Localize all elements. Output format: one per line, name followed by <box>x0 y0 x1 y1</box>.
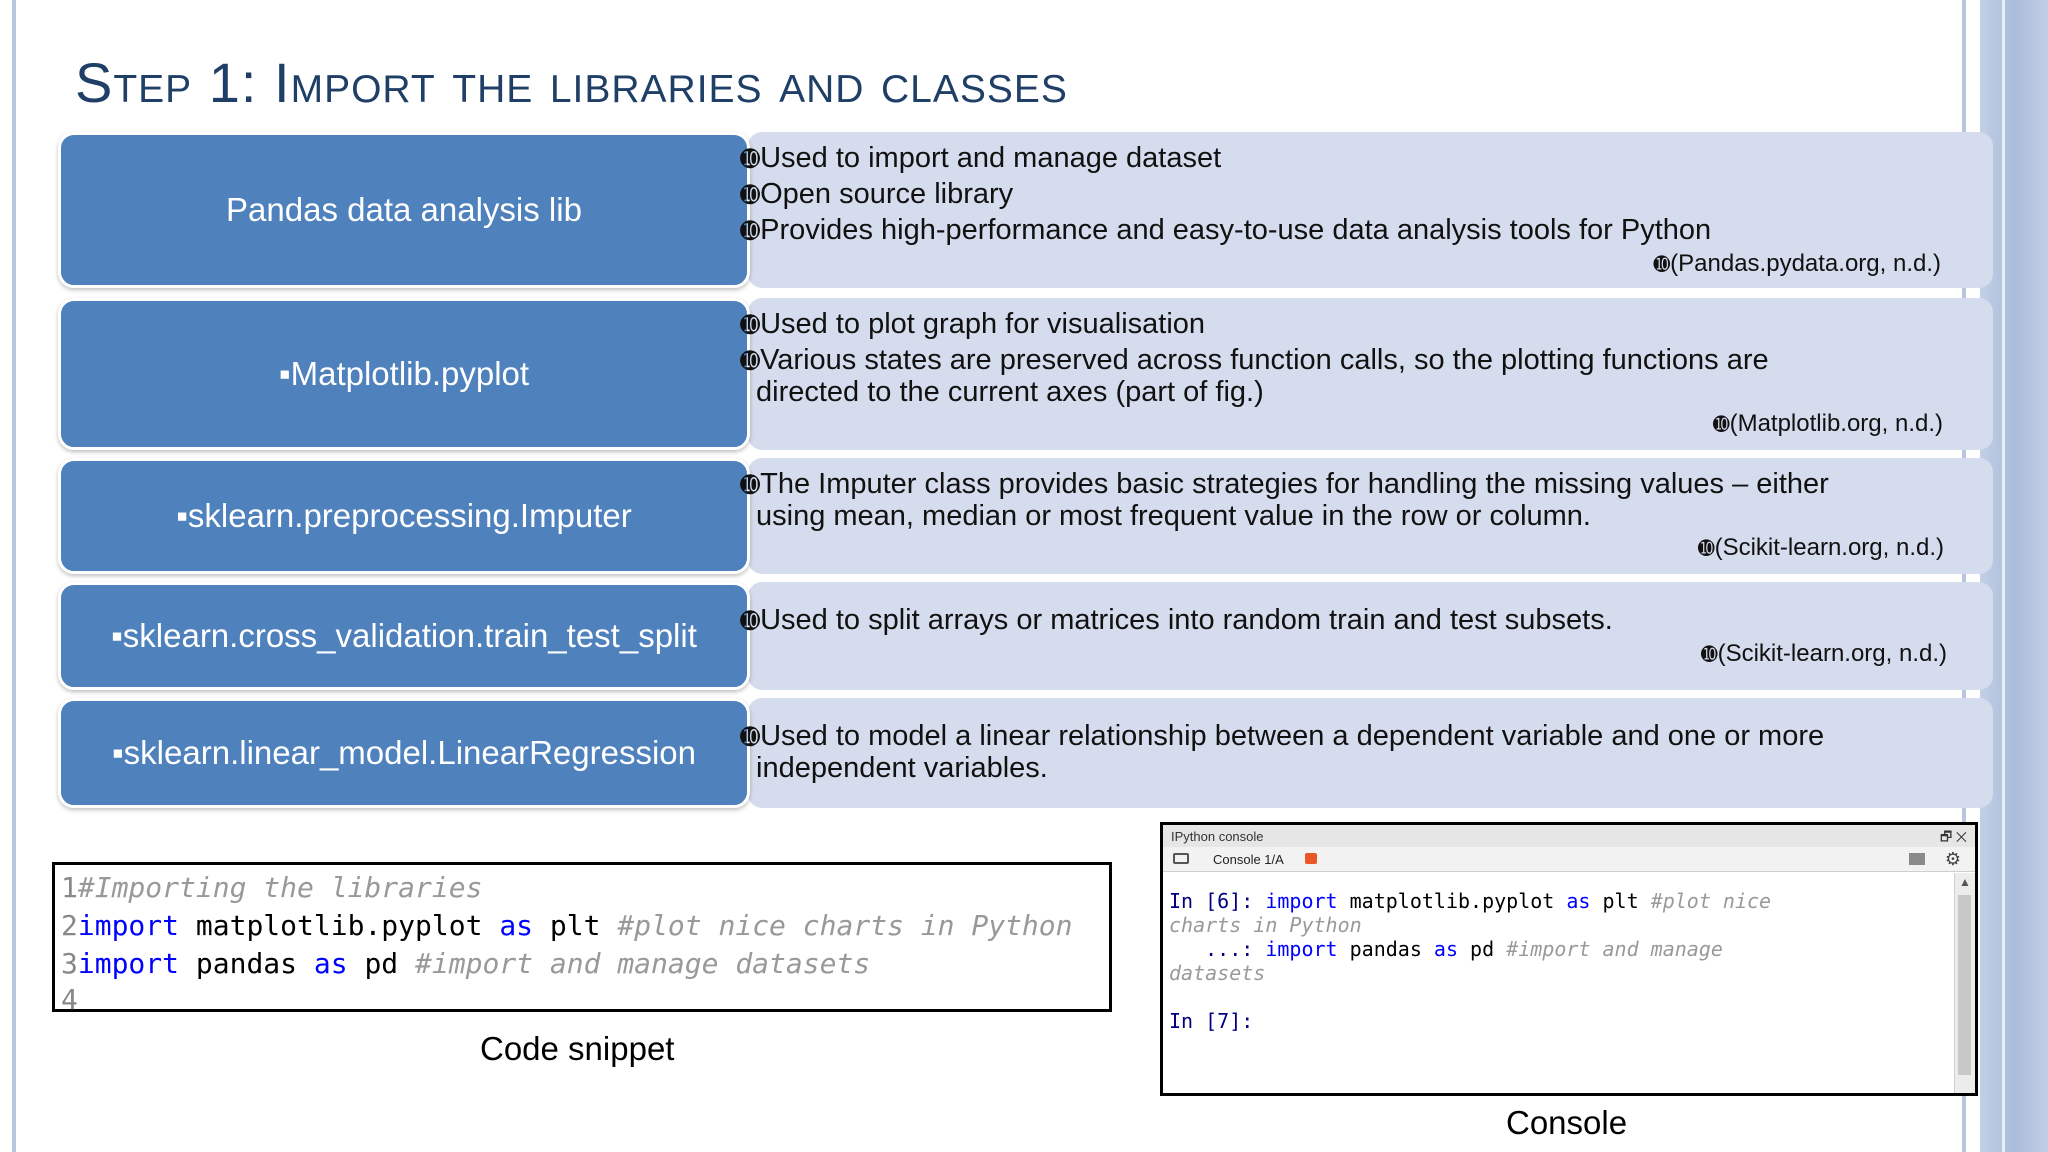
description-box <box>748 132 1993 288</box>
slide-frame-right-line <box>1962 0 1966 1152</box>
citation: ➓(Pandas.pydata.org, n.d.) <box>1653 250 1941 277</box>
console-title-bar: IPython console 🗗 ✕ <box>1163 825 1975 847</box>
description-continuation: independent variables. <box>756 752 1048 784</box>
description-box <box>748 698 1993 808</box>
description-box <box>748 582 1993 690</box>
code-line: 4 <box>61 983 78 1016</box>
window-controls-icon[interactable]: 🗗 ✕ <box>1939 829 1967 844</box>
stop-icon[interactable] <box>1909 853 1925 865</box>
description-bullet: ➓Used to model a linear relationship bet… <box>740 720 1825 752</box>
code-snippet: 1#Importing the libraries 2import matplo… <box>52 862 1112 1016</box>
description-bullet: ➓The Imputer class provides basic strate… <box>740 468 1829 500</box>
library-name-box: Pandas data analysis lib <box>58 132 750 288</box>
console-caption: Console <box>1506 1104 1628 1141</box>
code-line: 3import pandas as pd #import and manage … <box>61 947 871 980</box>
bullet-marker-icon: ➓ <box>740 218 761 245</box>
bullet-marker-icon: ➓ <box>740 608 761 635</box>
description-bullet: ➓Used to plot graph for visualisation <box>740 308 1206 340</box>
scroll-thumb[interactable] <box>1958 895 1971 1075</box>
code-line: 2import matplotlib.pyplot as plt #plot n… <box>61 909 1073 942</box>
ipython-console: IPython console 🗗 ✕ Console 1/A ⚙ In [6]… <box>1160 822 1978 1096</box>
bullet-marker-icon: ➓ <box>1700 644 1718 666</box>
console-scrollbar[interactable]: ▲ <box>1954 873 1975 1093</box>
bullet-marker-icon: ➓ <box>740 182 761 209</box>
tab-close-icon[interactable] <box>1305 853 1317 864</box>
code-snippet-caption: Code snippet <box>480 1030 675 1067</box>
folder-icon[interactable] <box>1173 853 1189 864</box>
description-box <box>748 458 1993 574</box>
library-row-matplotlib: ▪Matplotlib.pyplot <box>58 298 1993 450</box>
console-line: charts in Python <box>1169 913 1362 937</box>
code-line: 1#Importing the libraries <box>61 871 483 904</box>
console-line: In [6]: import matplotlib.pyplot as plt … <box>1169 889 1772 913</box>
description-continuation: directed to the current axes (part of fi… <box>756 376 1264 408</box>
library-row-linear-regression: ▪sklearn.linear_model.LinearRegression <box>58 698 1993 808</box>
library-name-box: ▪sklearn.linear_model.LinearRegression <box>58 698 750 808</box>
console-line: datasets <box>1169 961 1266 985</box>
console-tab[interactable]: Console 1/A <box>1213 852 1284 867</box>
citation: ➓(Scikit-learn.org, n.d.) <box>1697 534 1944 561</box>
library-row-pandas: Pandas data analysis lib <box>58 132 1993 288</box>
bullet-marker-icon: ➓ <box>740 348 761 375</box>
console-window-title: IPython console <box>1171 829 1264 844</box>
console-output[interactable]: In [6]: import matplotlib.pyplot as plt … <box>1169 889 1771 1033</box>
library-name-box: ▪sklearn.cross_validation.train_test_spl… <box>58 582 750 690</box>
description-bullet: ➓Various states are preserved across fun… <box>740 344 1769 376</box>
bullet-marker-icon: ➓ <box>1653 254 1671 276</box>
bullet-marker-icon: ➓ <box>740 312 761 339</box>
citation: ➓(Matplotlib.org, n.d.) <box>1712 410 1943 437</box>
bullet-marker-icon: ➓ <box>1712 414 1730 436</box>
console-line: ...: import pandas as pd #import and man… <box>1169 937 1723 961</box>
description-box <box>748 298 1993 450</box>
library-name-box: ▪sklearn.preprocessing.Imputer <box>58 458 750 574</box>
library-name-box: ▪Matplotlib.pyplot <box>58 298 750 450</box>
console-line <box>1169 985 1771 1009</box>
bullet-marker-icon: ➓ <box>740 724 761 751</box>
bullet-marker-icon: ➓ <box>1697 538 1715 560</box>
bullet-marker-icon: ➓ <box>740 146 761 173</box>
slide-frame-left <box>12 0 16 1152</box>
citation: ➓(Scikit-learn.org, n.d.) <box>1700 640 1947 667</box>
description-bullet: ➓Open source library <box>740 178 1014 210</box>
console-tab-bar: Console 1/A ⚙ <box>1163 847 1975 872</box>
console-line: In [7]: <box>1169 1009 1254 1033</box>
gear-icon[interactable]: ⚙ <box>1944 849 1961 869</box>
description-bullet: ➓Used to split arrays or matrices into r… <box>740 604 1613 636</box>
description-bullet: ➓Provides high-performance and easy-to-u… <box>740 214 1712 246</box>
slide-title: Step 1: Import the libraries and classes <box>75 51 1068 114</box>
bullet-marker-icon: ➓ <box>740 472 761 499</box>
library-row-imputer: ▪sklearn.preprocessing.Imputer <box>58 458 1993 574</box>
library-row-train-test-split: ▪sklearn.cross_validation.train_test_spl… <box>58 582 1993 690</box>
description-continuation: using mean, median or most frequent valu… <box>756 500 1591 532</box>
scroll-up-arrow-icon[interactable]: ▲ <box>1959 875 1971 889</box>
description-bullet: ➓Used to import and manage dataset <box>740 142 1222 174</box>
